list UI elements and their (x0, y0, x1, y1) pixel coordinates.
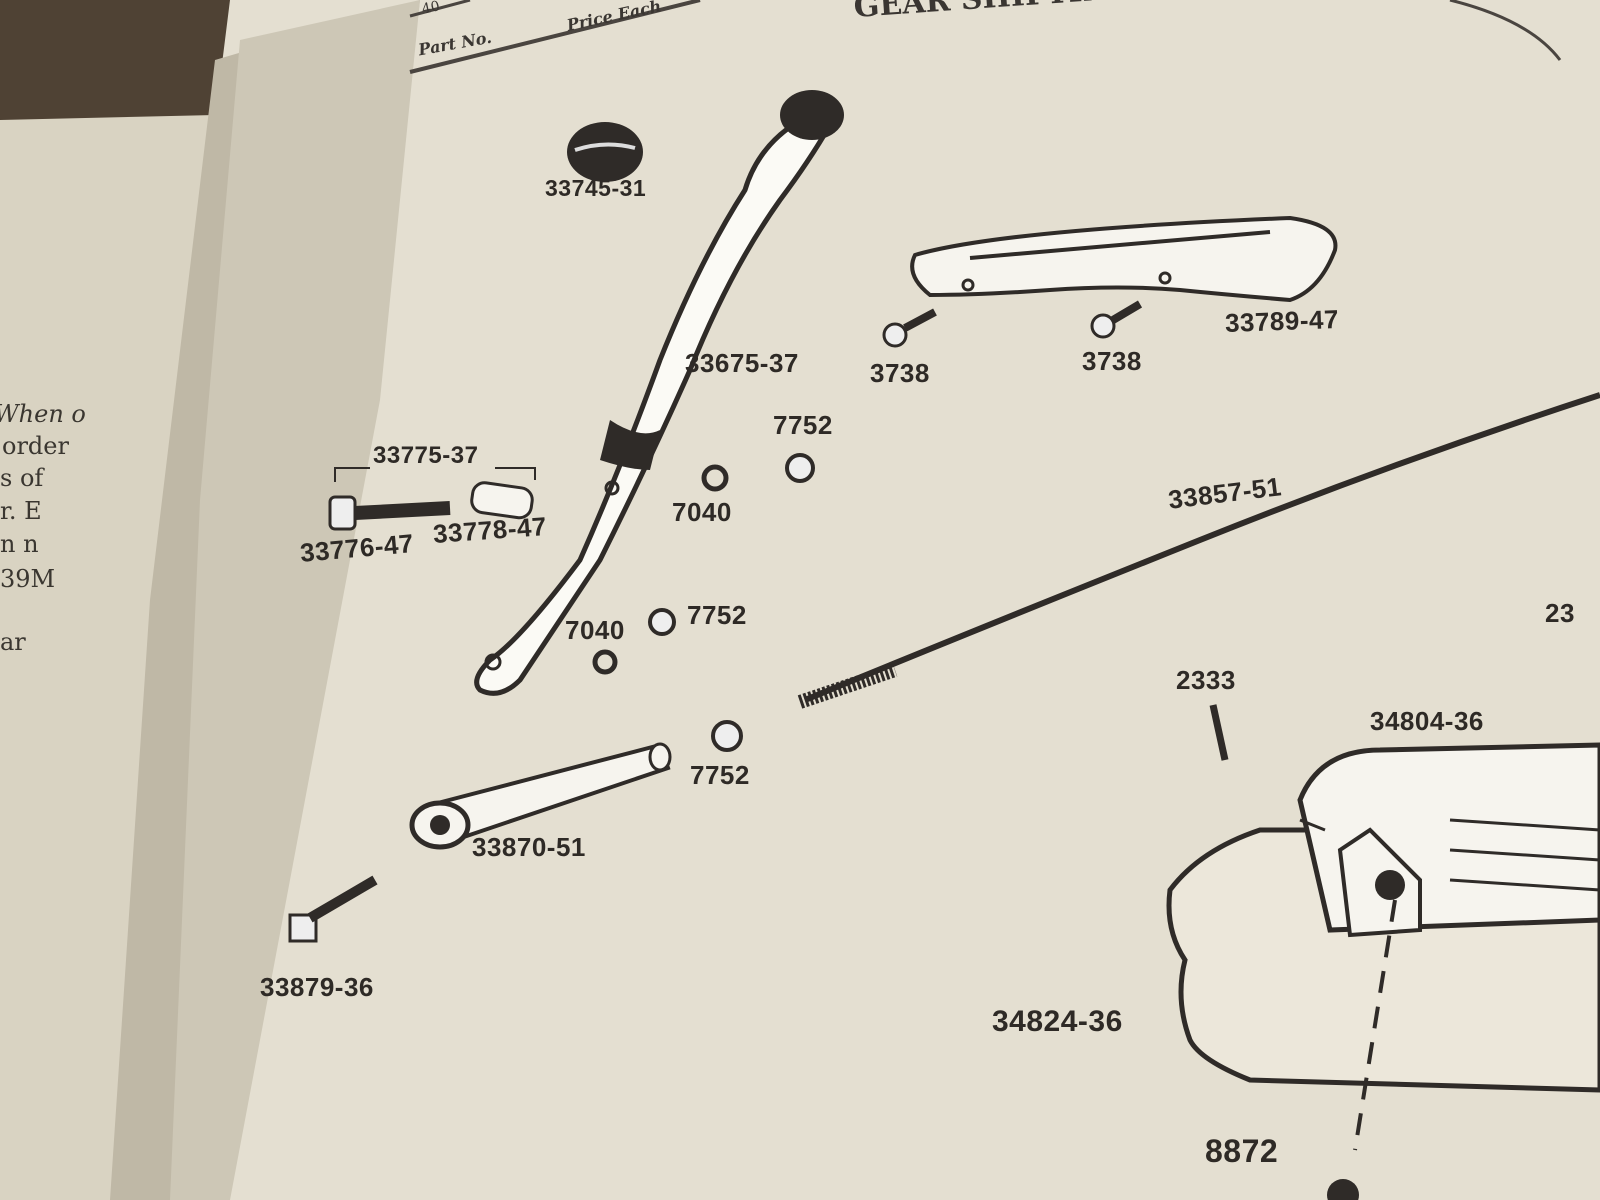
stud-icon (288, 875, 378, 943)
part-label: 2333 (1176, 665, 1236, 695)
part-label: 3738 (1082, 346, 1142, 376)
part-label: 3738 (870, 358, 930, 388)
left-page-text: r. E (0, 497, 42, 525)
left-page-text: When o (0, 400, 86, 428)
bushing-icon (470, 481, 534, 520)
left-page-text: n n (0, 530, 39, 558)
bolt-icon (1090, 300, 1143, 339)
cover-gasket-icon (1166, 742, 1600, 1093)
shift-rod-icon (803, 392, 1600, 703)
part-label: 33789-47 (1224, 304, 1340, 338)
part-label: 34804-36 (1370, 706, 1484, 736)
part-label: 7752 (690, 760, 750, 790)
left-page (0, 115, 215, 1200)
table-background (0, 0, 230, 125)
part-label: 33775-37 (373, 442, 479, 469)
left-page-text: ar (0, 628, 26, 656)
part-label: 33745-31 (545, 175, 647, 201)
left-page-text: order (2, 432, 69, 460)
nut-icon (648, 608, 676, 636)
part-label: 7040 (672, 497, 732, 527)
left-page-text: 39M (0, 565, 56, 593)
nut-icon (711, 720, 743, 752)
part-label: 7752 (687, 600, 747, 630)
part-label: 23 (1545, 598, 1575, 628)
part-label: 7040 (565, 615, 625, 645)
shift-plate-icon (910, 215, 1338, 303)
plug-icon (1327, 1179, 1359, 1200)
bolt-long-icon (328, 495, 451, 531)
part-label: 7752 (773, 410, 833, 440)
part-label: 33675-37 (685, 348, 799, 378)
washer-icon (592, 649, 618, 675)
part-label: 33879-36 (260, 972, 374, 1002)
washer-icon (701, 464, 729, 492)
knob-icon (567, 122, 643, 182)
bolt-icon (882, 308, 937, 348)
screw-icon (1209, 704, 1229, 761)
part-label: 34824-36 (992, 1005, 1123, 1038)
part-label: 33870-51 (472, 832, 586, 862)
shift-lever-icon (474, 112, 834, 696)
header-rule (409, 0, 701, 74)
nut-icon (785, 453, 815, 483)
part-label: 8872 (1205, 1133, 1279, 1169)
left-page-text: s of (0, 464, 44, 492)
link-rod-icon (409, 742, 672, 850)
